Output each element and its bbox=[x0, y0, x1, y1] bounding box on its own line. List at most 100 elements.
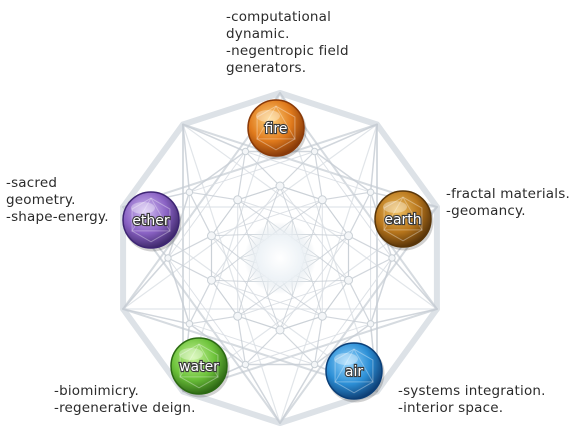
mid-ring-line bbox=[188, 150, 247, 193]
web-line bbox=[279, 363, 316, 424]
fire-note-line: -computational bbox=[226, 9, 332, 25]
web-line bbox=[279, 185, 293, 221]
web-line bbox=[314, 151, 393, 259]
earth-orb-label: earth bbox=[384, 212, 421, 228]
web-node bbox=[388, 254, 396, 262]
web-line bbox=[237, 199, 269, 221]
outer-ring-line bbox=[180, 388, 283, 426]
web-line bbox=[211, 185, 281, 281]
orb-pattern bbox=[179, 343, 219, 389]
water-notes: -biomimicry. -regenerative deign. bbox=[54, 383, 196, 417]
web-line bbox=[188, 191, 213, 237]
outer-ring-line bbox=[374, 306, 440, 395]
element-orbs: fire earth air water ether bbox=[122, 99, 434, 403]
web-node bbox=[344, 231, 353, 241]
inner-ring-line bbox=[279, 315, 323, 331]
web-line bbox=[122, 257, 169, 310]
air-note-line: -systems integration. bbox=[398, 383, 546, 399]
web-line bbox=[188, 279, 213, 325]
web-line bbox=[188, 151, 316, 193]
air-notes: -systems integration. -interior space. bbox=[398, 383, 546, 417]
web-line bbox=[237, 199, 349, 237]
web-node bbox=[207, 275, 216, 285]
web-line bbox=[237, 150, 246, 201]
ether-note-line: -shape-energy. bbox=[6, 209, 109, 225]
fire-orb-label: fire bbox=[265, 121, 288, 137]
ether-note-line: geometry. bbox=[6, 192, 76, 208]
outer-ring-line bbox=[277, 90, 380, 128]
water-orb-label: water bbox=[179, 359, 219, 375]
web-line bbox=[237, 199, 249, 235]
orb-highlight bbox=[179, 348, 203, 360]
star-line bbox=[182, 308, 438, 393]
inner-ring-line bbox=[210, 279, 239, 317]
web-node bbox=[241, 360, 250, 369]
web-node bbox=[275, 181, 285, 191]
star-line bbox=[122, 123, 378, 208]
orb-sphere bbox=[247, 99, 305, 157]
web-node bbox=[185, 320, 194, 328]
web-line bbox=[237, 281, 249, 317]
web-line bbox=[237, 279, 349, 317]
orb-highlight bbox=[383, 201, 407, 213]
web-node bbox=[241, 147, 250, 156]
outer-ring-line bbox=[120, 121, 186, 210]
orb-highlight bbox=[256, 110, 280, 122]
web-line bbox=[347, 191, 372, 237]
web-line bbox=[279, 150, 316, 187]
orb-pattern bbox=[131, 197, 171, 232]
web-line bbox=[311, 199, 323, 235]
outer-ring-line bbox=[180, 90, 283, 128]
orb-pattern bbox=[383, 196, 423, 242]
inner-ring-line bbox=[279, 185, 323, 201]
ether-orb-label: ether bbox=[132, 213, 170, 229]
web-line bbox=[167, 235, 213, 259]
web-node bbox=[207, 231, 216, 241]
web-node bbox=[233, 195, 243, 205]
orb-sphere bbox=[122, 191, 180, 249]
star-line bbox=[279, 123, 378, 424]
orb-pattern bbox=[256, 105, 296, 151]
mid-ring-line bbox=[369, 257, 393, 325]
air-orb-label: air bbox=[345, 364, 363, 380]
web-node bbox=[310, 360, 319, 369]
web-line bbox=[369, 308, 438, 325]
earth-orb: earth bbox=[374, 190, 434, 251]
inner-ring-line bbox=[210, 199, 239, 237]
web-line bbox=[311, 279, 349, 282]
web-line bbox=[321, 315, 372, 325]
web-line bbox=[311, 234, 349, 237]
fire-notes: -computational dynamic. -negentropic fie… bbox=[226, 9, 349, 77]
water-note-line: -regenerative deign. bbox=[54, 400, 196, 416]
ether-note-line: -sacred bbox=[6, 175, 58, 191]
water-orb: water bbox=[170, 337, 230, 398]
star-line bbox=[182, 123, 438, 310]
web-line bbox=[314, 257, 393, 365]
orb-sphere bbox=[374, 190, 432, 248]
orb-pattern bbox=[256, 105, 296, 140]
water-note-line: -biomimicry. bbox=[54, 383, 139, 399]
web-node bbox=[366, 320, 375, 328]
orb-pattern bbox=[383, 196, 423, 231]
web-node bbox=[185, 188, 194, 196]
web-line bbox=[244, 363, 281, 424]
web-node bbox=[310, 147, 319, 156]
web-line bbox=[211, 234, 249, 237]
star-line bbox=[182, 123, 281, 424]
web-line bbox=[244, 150, 281, 187]
web-line bbox=[391, 257, 438, 310]
inner-ring-line bbox=[237, 185, 281, 201]
orb-pattern bbox=[334, 348, 374, 394]
web-line bbox=[211, 199, 323, 237]
web-line bbox=[211, 257, 241, 281]
web-line bbox=[279, 185, 349, 281]
air-orb: air bbox=[325, 342, 385, 403]
mid-ring-line bbox=[313, 323, 372, 366]
earth-note-line: -geomancy. bbox=[446, 203, 526, 219]
web-line bbox=[321, 191, 372, 201]
web-line bbox=[182, 123, 247, 153]
web-line bbox=[167, 151, 246, 259]
fire-orb: fire bbox=[247, 99, 307, 160]
web-line bbox=[319, 235, 349, 259]
